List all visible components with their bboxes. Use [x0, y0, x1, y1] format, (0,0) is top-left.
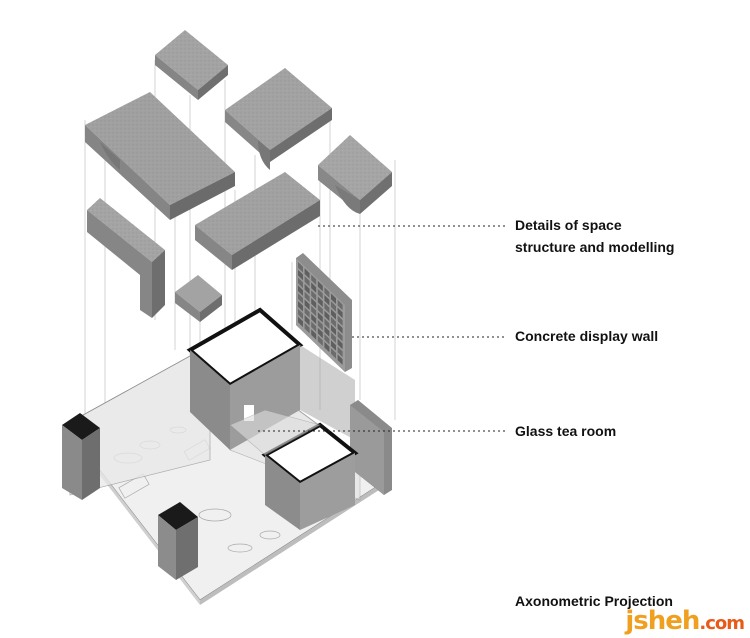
display-wall-cell	[337, 299, 343, 311]
display-wall-cell	[331, 324, 336, 336]
display-wall-cell	[324, 302, 330, 314]
display-wall-cell	[317, 280, 323, 292]
display-wall-cell	[317, 327, 323, 339]
display-wall-cell	[331, 316, 336, 328]
display-wall-cell	[331, 332, 336, 343]
label-tea-room: Glass tea room	[515, 423, 617, 439]
display-wall-cell	[298, 301, 303, 312]
display-wall-cell	[317, 335, 323, 346]
display-wall-cell	[324, 295, 330, 306]
display-wall-cell	[298, 316, 303, 328]
display-wall-cell	[311, 313, 317, 325]
display-wall-cell	[304, 276, 310, 287]
concrete-display-wall	[296, 253, 352, 372]
display-wall-cell	[311, 282, 317, 293]
display-wall-cell	[304, 307, 310, 318]
display-wall-cell	[337, 354, 343, 365]
label-display-wall: Concrete display wall	[515, 328, 659, 344]
display-wall-cell	[324, 318, 330, 329]
display-wall-cell	[331, 348, 336, 359]
display-wall-cell	[337, 331, 343, 342]
concrete-block-7	[175, 275, 222, 322]
display-wall-cell	[311, 321, 317, 332]
display-wall-cell	[324, 334, 330, 345]
concrete-block-2	[85, 92, 235, 220]
display-wall-cell	[337, 346, 343, 358]
display-wall-cell	[317, 319, 323, 331]
concrete-block-4	[318, 135, 392, 214]
concrete-block-5	[195, 172, 320, 270]
display-wall-cell	[298, 308, 303, 320]
concrete-block-6	[87, 198, 165, 318]
display-wall-cell	[331, 301, 336, 312]
display-wall-cell	[304, 299, 310, 310]
watermark-suffix: .com	[699, 613, 745, 634]
display-wall-cell	[304, 315, 310, 326]
display-wall-cell	[337, 307, 343, 319]
display-wall-cell	[298, 293, 303, 304]
display-wall-grid	[298, 262, 343, 365]
concrete-block-1	[155, 30, 228, 100]
display-wall-cell	[311, 298, 317, 309]
display-wall-cell	[311, 274, 317, 286]
watermark-logo: jsheh.com	[625, 606, 745, 636]
room-window	[244, 405, 254, 421]
display-wall-cell	[324, 326, 330, 337]
caption-axonometric-projection: Axonometric Projection	[515, 593, 673, 609]
display-wall-cell	[337, 338, 343, 350]
display-wall-cell	[331, 309, 336, 320]
display-wall-cell	[331, 340, 336, 351]
display-wall-cell	[324, 341, 330, 353]
glass-tea-room	[229, 409, 359, 530]
display-wall-cell	[317, 304, 323, 315]
label-details-line2: structure and modelling	[515, 239, 675, 255]
display-wall-cell	[304, 283, 310, 295]
display-wall-cell	[324, 310, 330, 322]
display-wall-cell	[324, 287, 330, 298]
display-wall-cell	[304, 268, 310, 279]
watermark-main: jsheh	[625, 606, 700, 636]
display-wall-cell	[337, 315, 343, 326]
display-wall-cell	[337, 323, 343, 334]
display-wall-cell	[311, 305, 317, 317]
concrete-block-3	[225, 68, 332, 170]
display-wall-cell	[331, 293, 336, 304]
display-wall-cell	[311, 329, 317, 340]
display-wall-cell	[298, 269, 303, 281]
display-wall-cell	[304, 322, 310, 334]
display-wall-cell	[317, 296, 323, 307]
display-wall-cell	[304, 291, 310, 303]
display-wall-cell	[298, 262, 303, 273]
display-wall-cell	[317, 312, 323, 323]
label-details-line1: Details of space	[515, 217, 622, 233]
display-wall-cell	[298, 277, 303, 289]
display-wall-cell	[298, 285, 303, 296]
display-wall-cell	[311, 290, 317, 301]
concrete-columns	[62, 413, 198, 580]
display-wall-cell	[317, 288, 323, 300]
leader-lines	[258, 225, 505, 432]
